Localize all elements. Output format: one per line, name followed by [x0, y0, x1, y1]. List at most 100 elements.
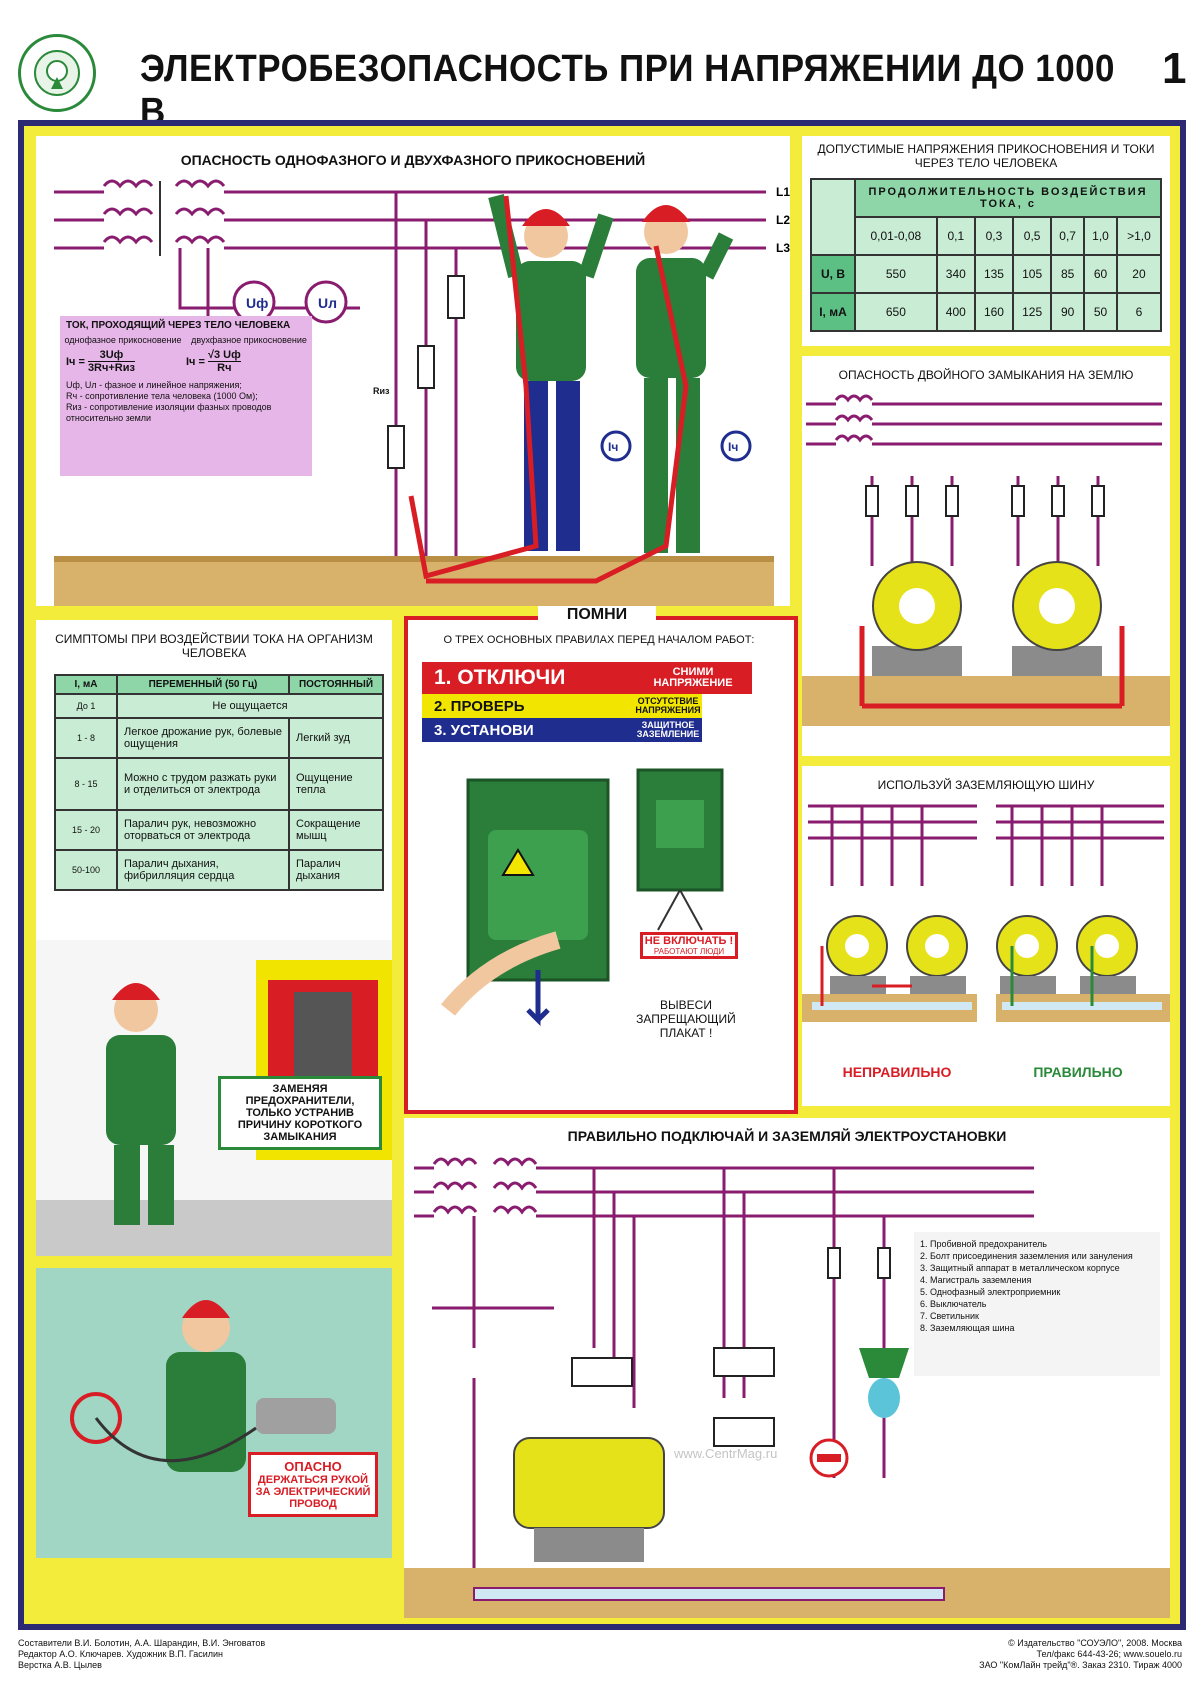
legend-item: 8. Заземляющая шина [920, 1323, 1015, 1333]
motor-icon [826, 915, 888, 994]
busbar-title: ИСПОЛЬЗУЙ ЗАЗЕМЛЯЮЩУЮ ШИНУ [877, 778, 1095, 792]
formula-note: Rиз - сопротивление изоляции фазных пров… [66, 402, 272, 423]
warning-sign-title: НЕ ВКЛЮЧАТЬ ! [644, 935, 734, 947]
motor-icon [996, 915, 1058, 994]
rule-hint: ОТСУТСТВИЕ НАПРЯЖЕНИЯ [635, 696, 701, 715]
page-title: ЭЛЕКТРОБЕЗОПАСНОСТЬ ПРИ НАПРЯЖЕНИИ ДО 10… [140, 48, 1115, 133]
symptoms-ac: Можно с трудом разжать руки и отделиться… [116, 757, 290, 811]
rule-label: 3. УСТАНОВИ [434, 721, 534, 739]
drill-illustration [36, 1268, 392, 1558]
formula-title: ТОК, ПРОХОДЯЩИЙ ЧЕРЕЗ ТЕЛО ЧЕЛОВЕКА [66, 320, 291, 331]
duration-cell: 0,7 [1050, 216, 1086, 256]
fuse-panel: ЗАМЕНЯЯ ПРЕДОХРАНИТЕЛИ, ТОЛЬКО УСТРАНИВ … [36, 940, 392, 1256]
formula-1-lhs: Iч = [66, 355, 85, 368]
formula-col-double: двухфазное прикосновение [191, 335, 307, 345]
table-cell: 550 [854, 254, 938, 294]
legend-item: 6. Выключатель [920, 1299, 987, 1309]
legend-item: 1. Пробивной предохранитель [920, 1239, 1047, 1249]
switch-icon [809, 1438, 849, 1478]
legend-item: 7. Светильник [920, 1311, 979, 1321]
symptoms-range: До 1 [54, 693, 118, 719]
symptoms-dc: Ощущение тепла [288, 757, 384, 811]
symptoms-range: 8 - 15 [54, 757, 118, 811]
double-fault-title: ОПАСНОСТЬ ДВОЙНОГО ЗАМЫКАНИЯ НА ЗЕМЛЮ [838, 368, 1134, 382]
legend-item: 4. Магистраль заземления [920, 1275, 1032, 1285]
line-l1: L1 [776, 185, 790, 199]
credit-line: Редактор А.О. Ключарев. Художник В.П. Га… [18, 1649, 224, 1659]
page-number: 1 [1162, 44, 1187, 93]
drill-warning: ОПАСНО ДЕРЖАТЬСЯ РУКОЙ ЗА ЭЛЕКТРИЧЕСКИЙ … [248, 1452, 378, 1517]
credit-line: Тел/факс 644-43-26; www.souelo.ru [1036, 1649, 1182, 1659]
motor-icon [906, 915, 968, 994]
rule-hint: ЗАЩИТНОЕ ЗАЗЕМЛЕНИЕ [636, 720, 700, 739]
credits-left: Составители В.И. Болотин, А.А. Шарандин,… [18, 1638, 265, 1671]
connect-legend: 1. Пробивной предохранитель 2. Болт прис… [914, 1232, 1160, 1376]
busbar-diagram [802, 804, 1170, 1022]
symptoms-header: ПОСТОЯННЫЙ [288, 674, 384, 695]
ih-label-1: Iч [608, 440, 618, 454]
row-label-i: I, мА [810, 292, 856, 332]
logo-icon [18, 34, 96, 112]
warning-sign: НЕ ВКЛЮЧАТЬ ! РАБОТАЮТ ЛЮДИ [640, 932, 738, 959]
formula-1-num: 3Uф [87, 349, 135, 362]
motor-icon [872, 561, 962, 676]
rules-list: 1. ОТКЛЮЧИ СНИМИ НАПРЯЖЕНИЕ 2. ПРОВЕРЬ О… [422, 662, 752, 762]
rule-label: 1. ОТКЛЮЧИ [434, 666, 566, 689]
busbar-right-label: ПРАВИЛЬНО [1033, 1064, 1123, 1080]
motor-icon [1076, 915, 1138, 994]
symptoms-table: I, мА ПЕРЕМЕННЫЙ (50 Гц) ПОСТОЯННЫЙ До 1… [54, 674, 384, 891]
table-cell: 650 [854, 292, 938, 332]
symptoms-header: I, мА [54, 674, 118, 695]
table-cell: 85 [1050, 254, 1086, 294]
symptoms-dc: Сокращение мышц [288, 809, 384, 851]
row-label-u: U, В [810, 254, 856, 294]
symptoms-range: 50-100 [54, 849, 118, 891]
line-l3: L3 [776, 241, 790, 255]
legend-item: 2. Болт присоединения заземления или зан… [920, 1251, 1133, 1261]
credit-line: ЗАО "КомЛайн трейд"®. Заказ 2310. Тираж … [979, 1660, 1182, 1670]
table-cell: 6 [1115, 292, 1163, 332]
switch-illustration [440, 768, 724, 1027]
symptoms-text: Не ощущается [116, 693, 384, 719]
worker-one [488, 194, 614, 551]
credit-line: Составители В.И. Болотин, А.А. Шарандин,… [18, 1638, 266, 1648]
symptoms-range: 15 - 20 [54, 809, 118, 851]
symptoms-dc: Легкий зуд [288, 717, 384, 759]
rule-disconnect: 1. ОТКЛЮЧИ СНИМИ НАПРЯЖЕНИЕ [422, 662, 752, 694]
table-cell: 50 [1083, 292, 1118, 332]
drill-panel: ОПАСНО ДЕРЖАТЬСЯ РУКОЙ ЗА ЭЛЕКТРИЧЕСКИЙ … [36, 1268, 392, 1558]
duration-cell: 0,3 [973, 216, 1015, 256]
ih-label-2: Iч [728, 440, 738, 454]
symptoms-title: СИМПТОМЫ ПРИ ВОЗДЕЙСТВИИ ТОКА НА ОРГАНИЗ… [55, 632, 373, 660]
line-l2: L2 [776, 213, 790, 227]
busbar-panel: ИСПОЛЬЗУЙ ЗАЗЕМЛЯЮЩУЮ ШИНУ НЕПРАВИЛЬНО П… [802, 766, 1170, 1106]
remember-title: ПОМНИ [538, 606, 656, 624]
symptoms-ac: Паралич дыхания, фибрилляция сердца [116, 849, 290, 891]
hang-sign-text: ВЫВЕСИ ЗАПРЕЩАЮЩИЙ ПЛАКАТ ! [636, 998, 736, 1040]
touch-table-title: ДОПУСТИМЫЕ НАПРЯЖЕНИЯ ПРИКОСНОВЕНИЯ И ТО… [817, 142, 1155, 170]
formula-1-den: 3Rч+Rиз [87, 362, 135, 374]
symptoms-range: 1 - 8 [54, 717, 118, 759]
symptoms-panel: СИМПТОМЫ ПРИ ВОЗДЕЙСТВИИ ТОКА НА ОРГАНИЗ… [36, 620, 392, 940]
table-cell: 105 [1012, 254, 1053, 294]
double-fault-panel: ОПАСНОСТЬ ДВОЙНОГО ЗАМЫКАНИЯ НА ЗЕМЛЮ [802, 356, 1170, 756]
touch-danger-panel: ОПАСНОСТЬ ОДНОФАЗНОГО И ДВУХФАЗНОГО ПРИК… [36, 136, 790, 606]
rule-label: 2. ПРОВЕРЬ [434, 697, 525, 715]
connect-panel: ПРАВИЛЬНО ПОДКЛЮЧАЙ И ЗАЗЕМЛЯЙ ЭЛЕКТРОУС… [404, 1118, 1170, 1618]
formula-2-den: Rч [217, 362, 232, 374]
rule-hint: СНИМИ НАПРЯЖЕНИЕ [653, 666, 733, 689]
table-cell: 135 [973, 254, 1015, 294]
remember-subtitle: О ТРЕХ ОСНОВНЫХ ПРАВИЛАХ ПЕРЕД НАЧАЛОМ Р… [443, 634, 755, 646]
duration-cell: 0,1 [935, 216, 976, 256]
touch-table-panel: ДОПУСТИМЫЕ НАПРЯЖЕНИЯ ПРИКОСНОВЕНИЯ И ТО… [802, 136, 1170, 346]
table-cell: 340 [935, 254, 976, 294]
warning-sign-text: РАБОТАЮТ ЛЮДИ [653, 947, 725, 956]
table-cell: 90 [1050, 292, 1086, 332]
formula-2-lhs: Iч = [186, 355, 205, 368]
credit-line: Верстка А.В. Цылев [18, 1660, 102, 1670]
rule-check: 2. ПРОВЕРЬ ОТСУТСТВИЕ НАПРЯЖЕНИЯ [422, 694, 702, 718]
duration-cell: 0,01-0,08 [854, 216, 938, 256]
table-cell: 400 [935, 292, 976, 332]
symptoms-dc: Паралич дыхания [288, 849, 384, 891]
duration-cell: >1,0 [1115, 216, 1163, 256]
